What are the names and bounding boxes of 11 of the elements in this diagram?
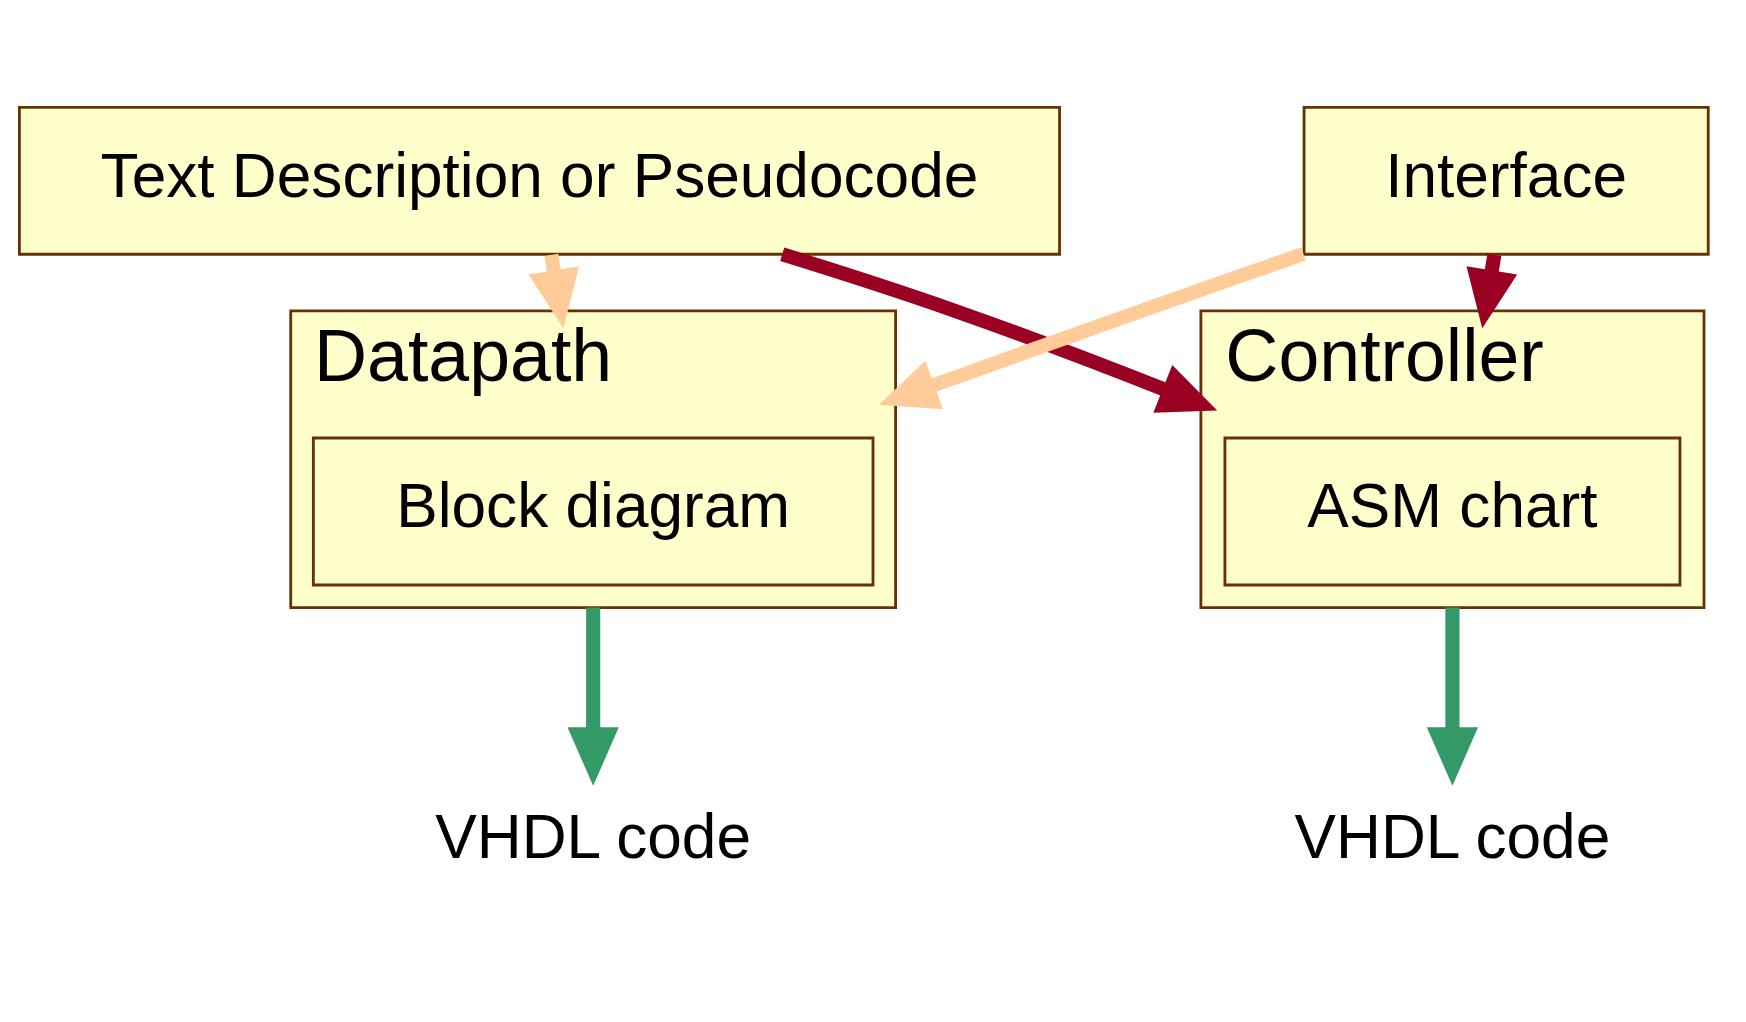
node-box: Text Description or Pseudocode — [17, 105, 1061, 256]
arrow — [528, 253, 580, 328]
node-box: Interface — [1302, 105, 1710, 256]
node-text: VHDL code — [1294, 801, 1611, 871]
node-text: VHDL code — [435, 801, 751, 871]
node-box: ASM chart — [1223, 436, 1682, 586]
node-box: Block diagram — [311, 436, 875, 586]
arrow — [1426, 607, 1479, 786]
arrow — [1466, 253, 1518, 328]
arrow — [879, 246, 1306, 409]
arrow — [567, 607, 619, 786]
